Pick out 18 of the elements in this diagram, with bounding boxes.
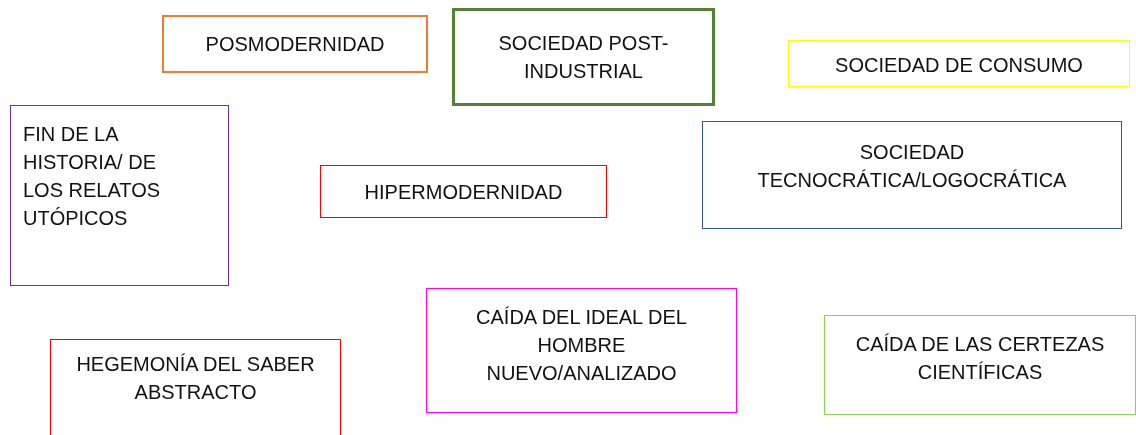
concept-text: SOCIEDAD TECNOCRÁTICA/LOGOCRÁTICA — [756, 140, 1068, 193]
concept-text: SOCIEDAD DE CONSUMO — [834, 53, 1084, 78]
concept-text: HEGEMONÍA DEL SABER ABSTRACTO — [75, 352, 316, 405]
concept-text: FIN DE LA HISTORIA/ DE LOS RELATOS UTÓPICOS — [23, 122, 162, 231]
concept-text: CAÍDA DE LAS CERTEZAS CIENTÍFICAS — [854, 332, 1106, 385]
concept-box — [320, 165, 607, 218]
concept-box — [824, 315, 1136, 415]
concept-box — [50, 339, 341, 435]
concept-box — [788, 40, 1130, 87]
concept-text: HIPERMODERNIDAD — [363, 180, 564, 205]
concept-text: CAÍDA DEL IDEAL DEL HOMBRE NUEVO/ANALIZADO — [475, 305, 688, 386]
concept-text: SOCIEDAD POST-INDUSTRIAL — [497, 31, 670, 84]
concept-text: POSMODERNIDAD — [204, 32, 386, 57]
concept-box — [452, 8, 715, 106]
concept-box — [162, 15, 428, 73]
concept-box — [426, 288, 737, 413]
concept-box — [10, 105, 229, 286]
concept-box — [702, 121, 1122, 229]
